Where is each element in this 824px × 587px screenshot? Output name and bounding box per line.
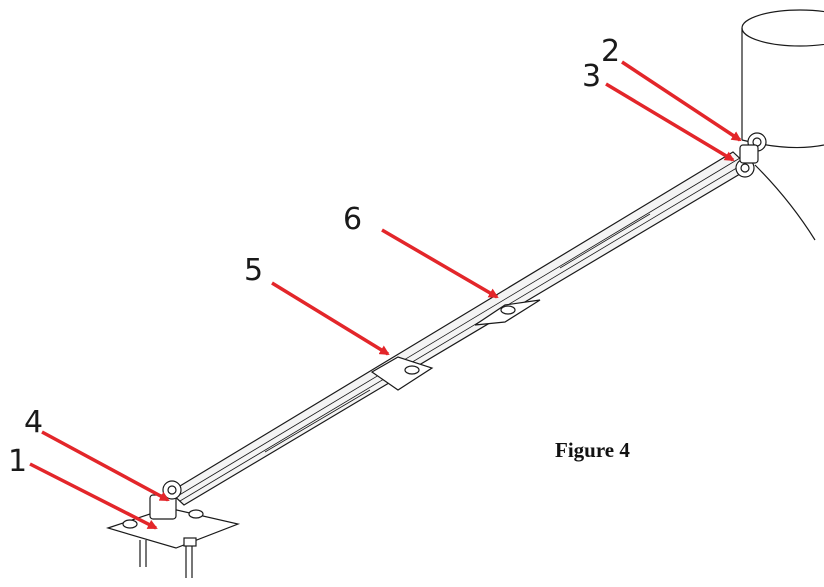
arrow-2 [621,60,742,142]
arrow-3 [605,82,735,162]
arrow-5 [271,281,390,356]
callout-label-2: 2 [601,34,621,69]
callout-label-1: 1 [8,444,28,479]
callout-arrows [29,60,742,530]
callout-label-4: 4 [24,405,44,440]
strut-arm [169,151,751,506]
slide-clamp-lower [370,356,434,391]
upper-joint [735,132,767,178]
arrow-4 [41,430,170,502]
callout-label-5: 5 [244,253,264,288]
arrow-6 [381,228,499,299]
mounting-pole [741,9,824,241]
base-plate [105,480,241,578]
callout-label-3: 3 [582,59,602,94]
arrow-1 [29,462,158,530]
figure-caption: Figure 4 [555,438,630,462]
callout-label-6: 6 [343,202,363,237]
slide-clamp-upper [474,299,541,326]
